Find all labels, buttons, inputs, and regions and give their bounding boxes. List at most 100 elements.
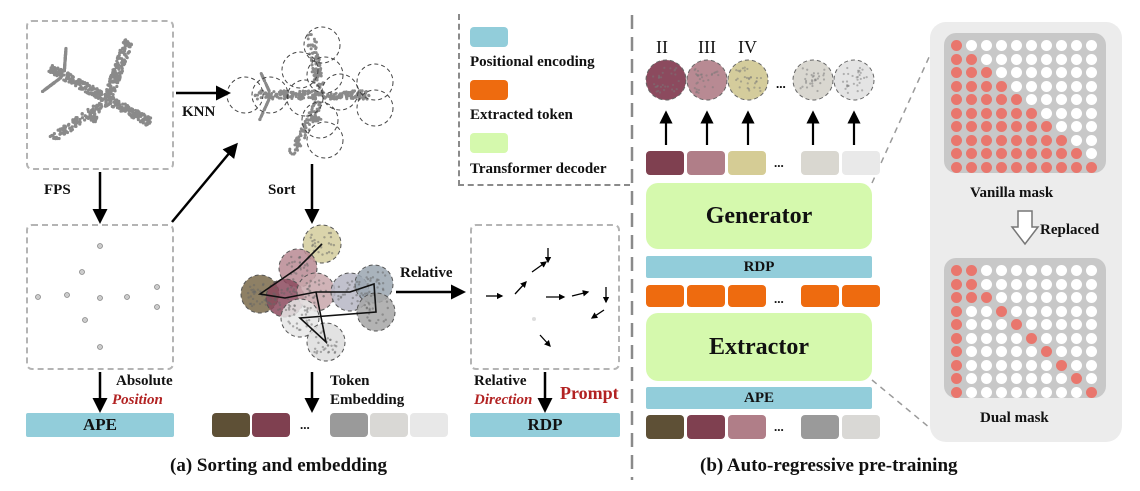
patch-point bbox=[337, 294, 340, 298]
mask-cell bbox=[1086, 107, 1097, 119]
patch-point bbox=[269, 297, 272, 301]
output-patch-point bbox=[861, 89, 864, 92]
mask-cell bbox=[951, 386, 962, 398]
mask-cell bbox=[1071, 40, 1082, 51]
mask-cell bbox=[1041, 319, 1052, 330]
output-patch-point bbox=[659, 76, 663, 79]
plane-point bbox=[71, 118, 75, 122]
mask-cell bbox=[1056, 107, 1067, 119]
plane-point bbox=[94, 93, 99, 97]
output-patch-point bbox=[717, 73, 720, 77]
knn-point bbox=[316, 100, 320, 104]
mask-cell bbox=[1071, 373, 1082, 384]
knn-point bbox=[307, 118, 311, 122]
plane-point bbox=[63, 125, 67, 130]
knn-point bbox=[354, 95, 358, 99]
projection-line-top bbox=[871, 54, 931, 184]
mask-cell bbox=[951, 53, 962, 65]
patch-point bbox=[261, 301, 264, 304]
mask-cell bbox=[996, 305, 1007, 317]
output-patch-point bbox=[655, 90, 658, 93]
mask-cell bbox=[1011, 121, 1022, 132]
mask-cell bbox=[1056, 359, 1067, 371]
plane-point bbox=[83, 118, 87, 122]
patch-point bbox=[337, 298, 340, 301]
mask-cell bbox=[1086, 121, 1097, 132]
mask-cell bbox=[981, 386, 992, 398]
fps-point bbox=[97, 295, 103, 301]
mask-cell bbox=[1011, 40, 1022, 51]
sort-label: Sort bbox=[268, 182, 296, 198]
knn-point bbox=[361, 96, 365, 100]
mask-cell bbox=[966, 319, 977, 330]
mask-cell bbox=[1011, 319, 1022, 330]
output-patch-point bbox=[675, 88, 678, 91]
mask-cell bbox=[1086, 94, 1097, 105]
patch-point bbox=[314, 245, 317, 248]
patch-point bbox=[274, 287, 278, 290]
plane-point bbox=[80, 116, 85, 120]
knn-point bbox=[267, 89, 271, 93]
patch-point bbox=[329, 235, 333, 239]
plane-point bbox=[87, 88, 91, 92]
mask-cell bbox=[1041, 386, 1052, 398]
knn-point bbox=[317, 93, 321, 97]
patch-point bbox=[371, 307, 374, 310]
output-patch-point bbox=[652, 75, 655, 78]
mask-cell bbox=[1071, 265, 1082, 276]
knn-point bbox=[299, 97, 303, 101]
patch-point bbox=[248, 285, 252, 288]
knn-point bbox=[326, 94, 330, 98]
plane-point bbox=[120, 69, 124, 73]
patch-point bbox=[385, 300, 389, 303]
plane-point bbox=[127, 41, 131, 46]
patch-point bbox=[332, 243, 336, 247]
patch-point bbox=[250, 304, 254, 308]
output-patch-point bbox=[754, 82, 757, 85]
plane-point bbox=[111, 68, 115, 72]
output-patch-point bbox=[693, 86, 696, 90]
plane-point bbox=[88, 92, 92, 96]
patch-point bbox=[368, 319, 372, 323]
legend-label-decoder: Transformer decoder bbox=[470, 161, 607, 177]
knn-point bbox=[341, 91, 345, 95]
patch-point bbox=[283, 292, 286, 295]
knn-point bbox=[288, 149, 292, 153]
output-patch-point bbox=[846, 66, 849, 70]
knn-point bbox=[262, 108, 266, 112]
patch-point bbox=[369, 277, 372, 280]
output-patch-point bbox=[846, 91, 850, 94]
patch-point bbox=[366, 316, 369, 319]
output-patch-point bbox=[865, 76, 868, 79]
patch-point bbox=[329, 338, 332, 342]
mask-cell bbox=[1026, 346, 1037, 357]
knn-point bbox=[319, 117, 323, 121]
plane-point bbox=[99, 90, 104, 94]
output-patch-point bbox=[811, 82, 814, 85]
mask-cell bbox=[1011, 386, 1022, 398]
knn-point bbox=[313, 97, 317, 101]
patch-point bbox=[327, 351, 330, 354]
knn-point bbox=[346, 92, 350, 96]
knn-point bbox=[351, 89, 355, 93]
plane-point bbox=[43, 87, 47, 92]
patch-point bbox=[293, 260, 296, 263]
mask-cell bbox=[1041, 53, 1052, 65]
output-patch-point bbox=[702, 79, 705, 83]
position-label: Position bbox=[112, 392, 163, 408]
mask-cell bbox=[1026, 134, 1037, 146]
output-token bbox=[801, 151, 839, 175]
plane-point bbox=[92, 109, 96, 114]
knn-point bbox=[367, 93, 371, 97]
patch-point bbox=[350, 302, 354, 305]
patch-point bbox=[322, 295, 325, 298]
patch-point bbox=[368, 303, 371, 306]
patch-point bbox=[358, 294, 362, 298]
patch-point bbox=[366, 282, 369, 286]
output-patch-point bbox=[658, 91, 662, 94]
patch-point bbox=[330, 252, 334, 255]
mask-cell bbox=[1056, 53, 1067, 65]
replaced-label: Replaced bbox=[1040, 222, 1100, 238]
output-patch-point bbox=[844, 87, 847, 90]
patch-point bbox=[383, 274, 387, 277]
